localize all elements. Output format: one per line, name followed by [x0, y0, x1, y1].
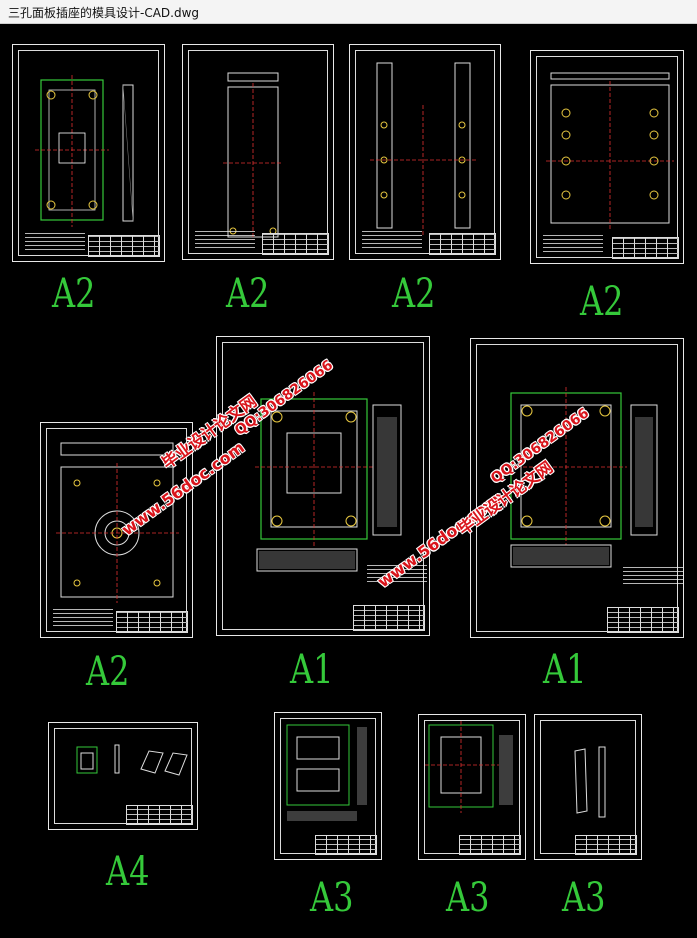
sheet-size-label: A1	[543, 647, 587, 693]
drawing-sheet-4[interactable]	[530, 50, 684, 264]
sheet-size-label: A2	[226, 271, 270, 317]
sheet-size-label: A2	[86, 649, 130, 695]
drawing-sheet-8[interactable]	[48, 722, 198, 830]
title-block	[575, 835, 637, 855]
title-block	[612, 237, 679, 259]
sheet-size-label: A4	[106, 849, 150, 895]
assembly-view-6	[255, 392, 402, 572]
title-block	[88, 235, 160, 257]
drawing-sheet-5[interactable]	[40, 422, 193, 638]
drawing-sheet-3[interactable]	[349, 44, 501, 260]
title-block	[459, 835, 521, 855]
title-block	[262, 233, 329, 255]
part-view-3	[370, 62, 478, 235]
drawing-sheet-6[interactable]	[216, 336, 430, 636]
sheet-size-label: A1	[290, 647, 334, 693]
part-view-9	[286, 724, 367, 821]
title-block	[429, 233, 496, 255]
sheet-size-label: A3	[446, 875, 490, 921]
window-title: 三孔面板插座的模具设计-CAD.dwg	[8, 6, 200, 20]
part-view-1	[35, 75, 134, 227]
title-block	[315, 835, 377, 855]
title-block	[116, 611, 188, 633]
drawing-sheet-9[interactable]	[274, 712, 382, 860]
part-view-10	[425, 721, 513, 813]
part-view-4	[546, 72, 674, 229]
sheet-size-label: A2	[580, 279, 624, 325]
title-block	[353, 605, 425, 631]
title-block	[126, 805, 193, 825]
sheet-size-label: A2	[392, 271, 436, 317]
part-view-5	[56, 442, 179, 603]
part-view-8	[76, 744, 188, 776]
drawing-sheet-1[interactable]	[12, 44, 165, 262]
drawing-sheet-10[interactable]	[418, 714, 526, 860]
sheet-size-label: A3	[310, 875, 354, 921]
sheet-size-label: A2	[52, 271, 96, 317]
title-bar: 三孔面板插座的模具设计-CAD.dwg	[0, 0, 697, 24]
drawing-canvas[interactable]: A2 A2 A2 A2 A2 A1 A1 A4 A3 A3 A3 www.56d…	[0, 24, 697, 938]
drawing-sheet-11[interactable]	[534, 714, 642, 860]
drawing-sheet-7[interactable]	[470, 338, 684, 638]
assembly-view-7	[505, 387, 658, 568]
part-view-11	[574, 746, 606, 818]
title-block	[607, 607, 679, 633]
drawing-sheet-2[interactable]	[182, 44, 334, 260]
sheet-size-label: A3	[562, 875, 606, 921]
